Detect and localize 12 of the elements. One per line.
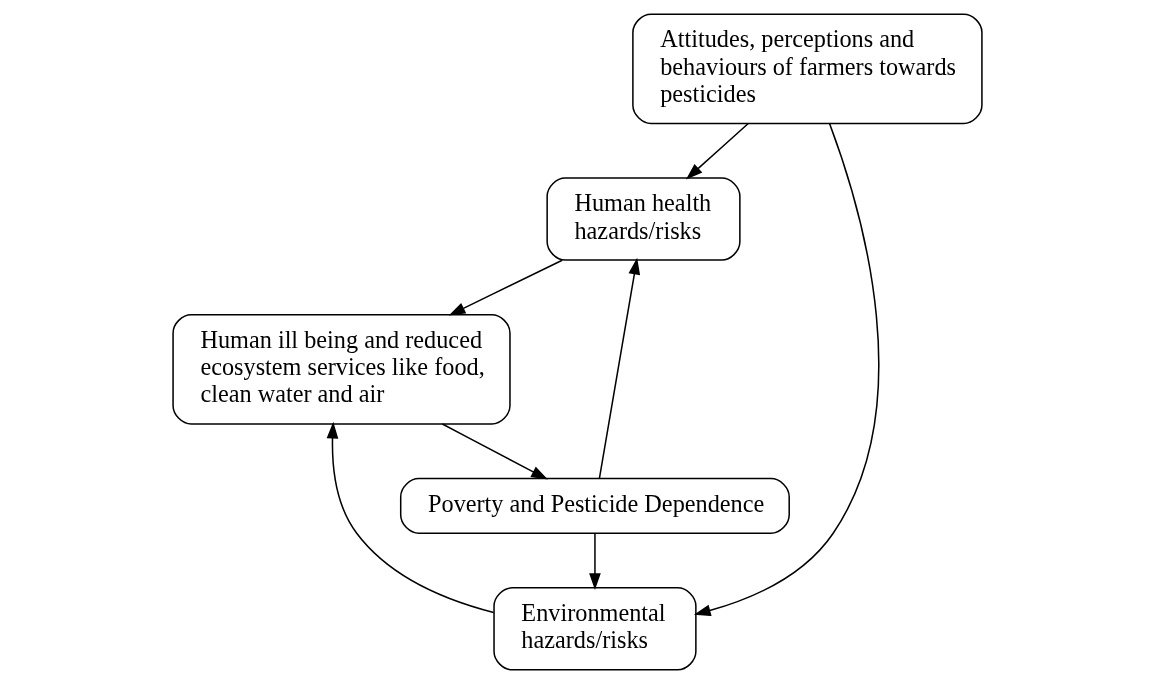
node-box: Attitudes, perceptions and behaviours of farmers towards pesticides [632,13,983,125]
node-box: Human ill being and reduced ecosystem services like food, clean water and air [172,313,511,425]
arrow [598,257,641,480]
arrow [685,122,749,180]
arrow [589,532,601,590]
arrow [326,421,495,614]
node-box: Human health hazards/risks [546,177,741,261]
arrow [693,123,880,617]
arrow [448,259,563,316]
node-box: Environmental hazards/risks [493,587,697,671]
arrow [441,423,548,480]
node-box: Poverty and Pesticide Dependence [399,477,790,534]
